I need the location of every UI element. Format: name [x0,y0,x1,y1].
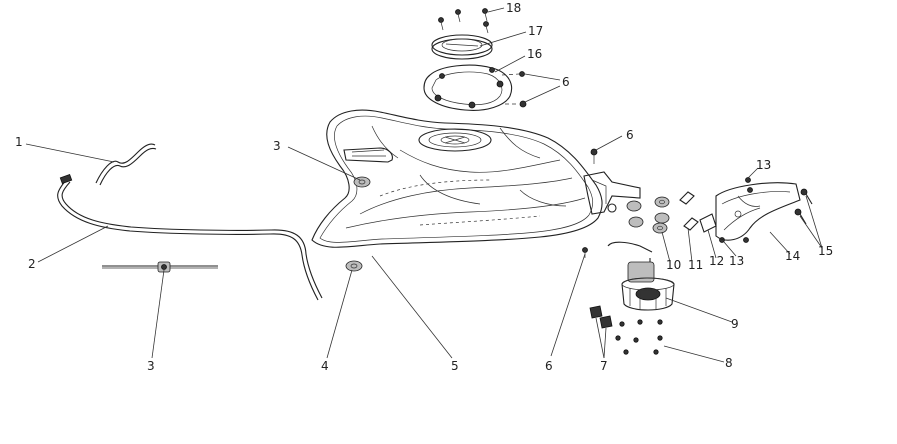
part-12-plate [699,213,717,233]
callout-12: 12 [709,254,724,268]
fuel-tank-body [311,109,641,248]
callout-3-strap: 3 [147,359,155,373]
callout-7: 7 [600,359,608,373]
part-7-fittings [589,305,613,329]
part-11-clips [679,191,699,231]
callout-5: 5 [451,359,459,373]
part-3-strap [102,261,218,273]
leader-lines [25,7,823,363]
callout-17: 17 [528,24,543,38]
callout-4: 4 [321,359,329,373]
part-14-heat-shield [715,182,801,241]
callout-1: 1 [15,135,23,149]
callout-15: 15 [818,244,833,258]
part-9-fuel-pump [607,241,675,311]
part-16-pump-flange [423,64,513,111]
part-8-nuts [615,319,663,355]
callout-10: 10 [666,258,681,272]
part-10-grommets [626,196,670,234]
part-18-screws [438,8,489,34]
callout-13-upper: 13 [756,158,771,172]
callout-11: 11 [688,258,703,272]
callout-16: 16 [527,47,542,61]
callout-18: 18 [506,1,521,15]
callout-2: 2 [28,257,36,271]
part-2-drain-hose [57,173,323,301]
part-15-bolts [794,188,813,225]
callout-labels: 1 2 3 3 4 5 6 6 6 7 8 9 10 11 12 13 13 1… [15,1,833,373]
part-6-screw-lower [582,247,588,258]
part-4-rubber-mount [345,260,363,272]
part-17-filler-cap [431,34,493,60]
part-6-screws-top [501,71,527,108]
callout-14: 14 [785,249,800,263]
callout-6-lower: 6 [545,359,553,373]
callout-8: 8 [725,356,733,370]
part-6-screw-right [590,148,598,164]
callout-3-mount: 3 [273,139,281,153]
callout-6-right: 6 [626,128,634,142]
callout-13-lower: 13 [729,254,744,268]
callout-9: 9 [731,317,739,331]
part-1-breather-hose [95,143,157,186]
callout-6-top: 6 [562,75,570,89]
